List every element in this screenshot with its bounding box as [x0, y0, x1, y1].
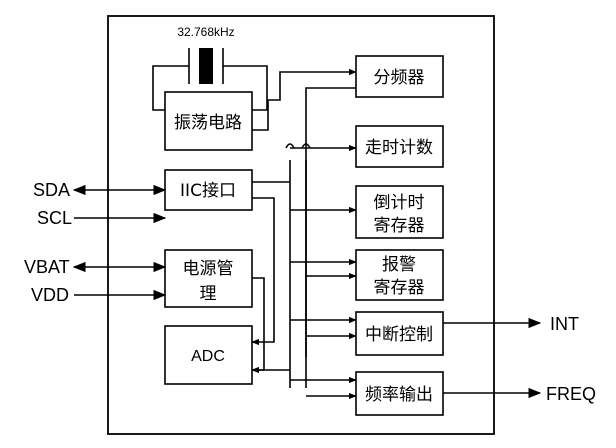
power-to-adc-line — [252, 277, 265, 371]
iic-down-line — [251, 197, 275, 346]
countdown-register-block — [355, 185, 444, 239]
alarm-register-block — [355, 249, 444, 301]
divider-label: 分频器 — [374, 68, 425, 88]
adc-block — [164, 325, 253, 385]
adc-label: ADC — [191, 348, 225, 365]
oscillator-label: 振荡电路 — [174, 113, 242, 133]
clock-counter-block — [355, 125, 444, 168]
power-management-block — [164, 249, 253, 308]
pin-vdd-label: VDD — [31, 285, 69, 305]
pin-vbat-label: VBAT — [24, 257, 70, 277]
power-management-label-1: 电源管 — [183, 259, 234, 279]
pin-freq-label: FREQ — [546, 384, 596, 404]
iic-interface-label: IIC接口 — [180, 181, 236, 201]
line-hop-2 — [301, 143, 311, 149]
countdown-register-label-2: 寄存器 — [374, 216, 425, 236]
pin-scl-label: SCL — [37, 208, 72, 228]
power-management-label-2: 理 — [200, 284, 217, 304]
chip-outline — [107, 15, 495, 435]
iic-interface-block — [164, 169, 253, 211]
clock-counter-label: 走时计数 — [365, 138, 433, 158]
crystal-icon — [152, 48, 268, 111]
pin-sda-label: SDA — [33, 180, 70, 200]
frequency-output-label: 频率输出 — [365, 385, 433, 405]
interrupt-control-label: 中断控制 — [365, 325, 433, 345]
oscillator-to-divider-line — [252, 68, 357, 131]
oscillator-block — [164, 91, 253, 151]
line-hop-1 — [285, 143, 295, 149]
divider-block — [355, 55, 444, 98]
crystal-frequency: 32.768kHz — [177, 25, 234, 39]
divider-to-bus-line — [305, 87, 356, 357]
countdown-register-label-1: 倒计时 — [374, 193, 425, 213]
alarm-register-label-1: 报警 — [382, 255, 416, 275]
pin-int-label: INT — [550, 314, 579, 334]
alarm-register-label-2: 寄存器 — [374, 278, 425, 298]
